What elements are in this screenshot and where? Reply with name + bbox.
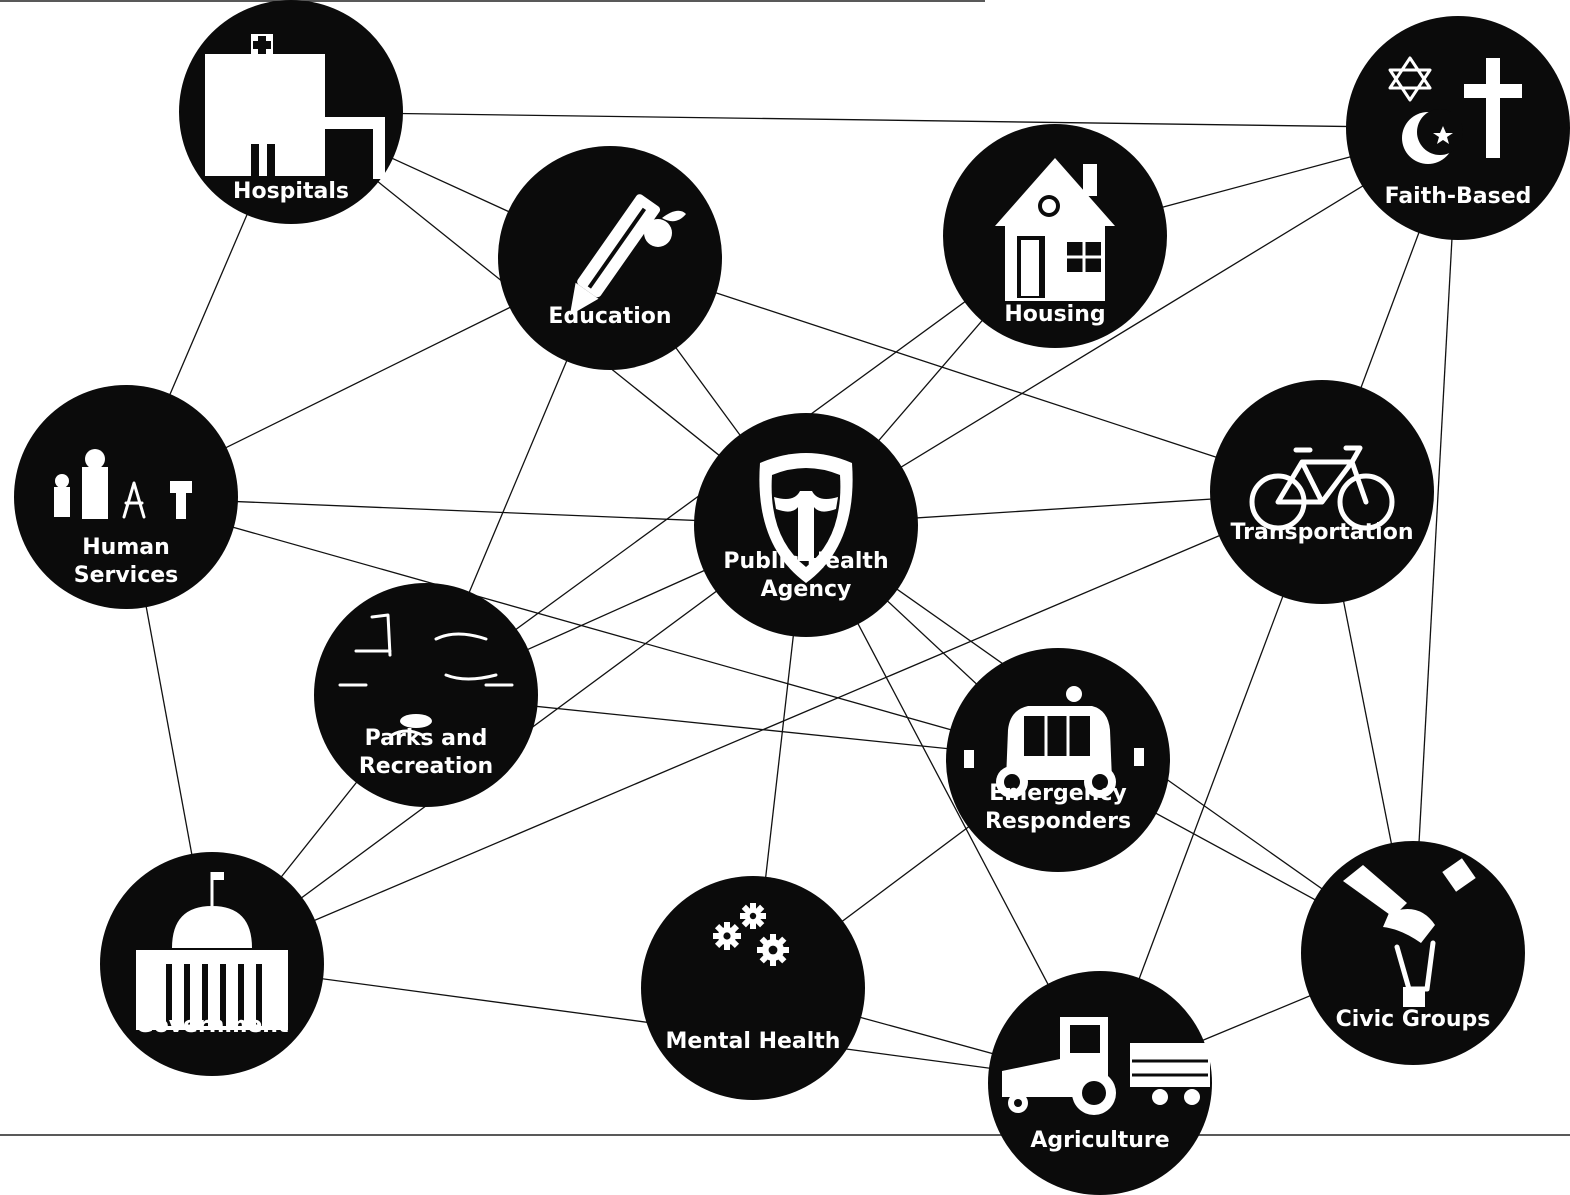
handshake-vote-icon <box>1343 858 1476 1007</box>
node-hospitals: Hospitals <box>179 0 403 224</box>
node-label: Government <box>136 1013 289 1038</box>
edge-faith-civic <box>1412 127 1459 954</box>
node-disc <box>14 385 238 609</box>
node-faith: Faith-Based <box>1346 16 1570 240</box>
bicycle-icon <box>1249 445 1395 531</box>
node-label: Services <box>74 563 179 588</box>
node-label: Human <box>82 535 170 560</box>
node-government: Government <box>100 852 324 1076</box>
edge-hospitals-faith <box>290 111 1459 129</box>
node-label: Responders <box>985 809 1131 834</box>
node-label: Agriculture <box>1030 1128 1169 1153</box>
node-label: Recreation <box>359 754 493 779</box>
node-housing: Housing <box>943 124 1167 348</box>
gears-icon <box>713 903 789 966</box>
edge-human-pha <box>125 496 807 526</box>
node-disc <box>1210 380 1434 604</box>
node-label: Transportation <box>1231 520 1414 545</box>
capitol-building-icon <box>136 872 288 1030</box>
node-disc <box>1301 841 1525 1065</box>
node-label: Hospitals <box>233 179 349 204</box>
pencil-apple-icon <box>569 194 686 316</box>
shield-icon <box>759 453 853 583</box>
ambulance-icon <box>964 686 1144 798</box>
node-label: Parks and <box>365 726 488 751</box>
node-agriculture: Agriculture <box>988 971 1212 1195</box>
node-mental: Mental Health <box>641 876 865 1100</box>
edge-faith-pha <box>805 127 1459 526</box>
node-label: Emergency <box>989 781 1126 806</box>
node-label: Housing <box>1004 302 1105 327</box>
node-label: Public Health <box>723 549 888 574</box>
religious-symbols-icon <box>1388 56 1522 164</box>
node-disc <box>641 876 865 1100</box>
tractor-icon <box>1002 1017 1210 1115</box>
node-label: Faith-Based <box>1385 184 1532 209</box>
node-label: Education <box>548 304 671 329</box>
people-icon <box>54 449 192 519</box>
park-icon <box>338 613 514 737</box>
house-icon <box>995 158 1115 301</box>
node-label: Civic Groups <box>1336 1007 1491 1032</box>
edge-education-transport <box>609 257 1323 493</box>
node-label: Mental Health <box>666 1029 841 1054</box>
node-label: Agency <box>761 577 852 602</box>
hospital-icon <box>205 34 385 179</box>
node-education: Education <box>498 146 722 370</box>
edge-transport-government <box>211 491 1323 965</box>
node-civic: Civic Groups <box>1301 841 1525 1065</box>
node-transport: Transportation <box>1210 380 1434 604</box>
edge-human-emergency <box>125 496 1059 761</box>
